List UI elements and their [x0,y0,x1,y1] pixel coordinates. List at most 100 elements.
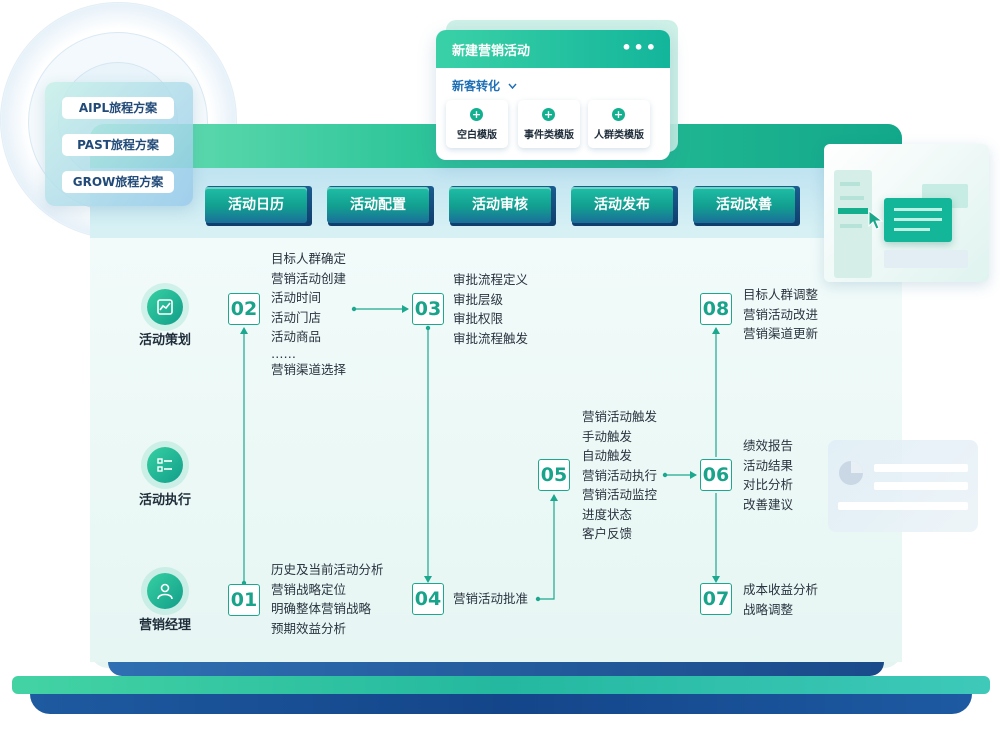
chart-icon [147,289,183,325]
step-item: 成本收益分析 [743,582,819,597]
step-08: 08 [700,293,732,325]
process-area [90,238,902,662]
step-02-items: 目标人群确定 营销活动创建 活动时间 活动门店 活动商品 …… 营销渠道选择 [271,249,346,379]
step-item: 活动结果 [743,457,794,473]
step-05: 05 [538,459,570,491]
main-window-bottom-edge [108,662,884,676]
customer-conversion-dropdown[interactable]: 新客转化 [452,77,517,94]
plus-icon: + [612,108,625,121]
step-04-items: 营销活动批准 [453,589,528,609]
step-07-items: 成本收益分析 战略调整 [743,580,818,619]
deco-active-line [838,208,868,214]
step-item: 自动触发 [582,448,633,463]
step-item: 历史及当前活动分析 [271,562,384,577]
journey-plan-grow[interactable]: GROW旅程方案 [62,171,174,193]
step-06-items: 绩效报告 活动结果 对比分析 改善建议 [743,436,793,514]
step-item: 目标人群确定 [271,251,347,266]
role-marketing-manager: 营销经理 [139,618,192,633]
step-item: 营销活动执行 [582,467,658,483]
deco-line [840,182,860,186]
step-item: 手动触发 [582,428,633,444]
step-item: 营销活动触发 [582,409,658,424]
plus-icon: + [470,108,483,121]
step-item: 目标人群调整 [743,287,819,302]
step-01: 01 [228,584,260,616]
step-item: 营销活动批准 [453,591,529,606]
tab-review[interactable]: 活动审核 [449,187,551,223]
card-title: 新建营销活动 [452,44,531,59]
step-06: 06 [700,459,732,491]
journey-plan-past[interactable]: PAST旅程方案 [62,134,174,156]
arrow-04-05 [535,494,558,602]
step-item: 营销渠道选择 [271,361,347,377]
tab-config[interactable]: 活动配置 [327,187,429,223]
step-item: 营销活动创建 [271,270,347,286]
deco-line [894,218,942,221]
step-item: 活动时间 [271,290,322,305]
step-01-items: 历史及当前活动分析 营销战略定位 明确整体营销战略 预期效益分析 [271,560,384,638]
tab-calendar[interactable]: 活动日历 [205,187,307,223]
step-item: 审批层级 [453,291,504,307]
step-item: 进度状态 [582,506,633,522]
journey-plan-aipl[interactable]: AIPL旅程方案 [62,97,174,119]
step-item: 战略调整 [743,601,794,617]
more-icon[interactable]: ••• [621,38,658,57]
deco-popup [884,198,952,242]
step-item: 营销渠道更新 [743,326,819,341]
step-item: 预期效益分析 [271,620,347,636]
step-04: 04 [412,583,444,615]
decorative-dashboard-panel [824,144,989,282]
step-03: 03 [412,293,444,325]
step-item: 营销活动改进 [743,306,819,322]
dropdown-label: 新客转化 [452,79,501,93]
template-label: 空白模版 [457,130,497,141]
template-audience[interactable]: + 人群类模版 [588,100,650,148]
step-item: 绩效报告 [743,438,794,453]
step-item: 客户反馈 [582,526,633,541]
chevron-down-icon [508,79,517,93]
pie-chart-icon [839,461,863,485]
step-item: 审批流程定义 [453,272,529,287]
step-item: 活动商品 [271,329,322,344]
journey-plan-panel: AIPL旅程方案 PAST旅程方案 GROW旅程方案 [45,82,193,206]
decorative-report-panel [828,440,978,532]
card-header: 新建营销活动 ••• [436,30,670,68]
template-event[interactable]: + 事件类模版 [518,100,580,148]
step-03-items: 审批流程定义 审批层级 审批权限 审批流程触发 [453,270,528,348]
role-activity-planning: 活动策划 [139,333,192,348]
laptop-base-bottom [30,694,972,714]
deco-bar [838,502,968,510]
deco-bar [874,464,968,472]
tab-improve[interactable]: 活动改善 [693,187,795,223]
deco-block [884,250,968,268]
step-02: 02 [228,293,260,325]
step-item: 对比分析 [743,477,794,492]
step-item: 审批权限 [453,311,504,326]
step-item: 改善建议 [743,496,794,512]
deco-line [840,224,862,228]
user-icon [147,573,183,609]
role-activity-execution: 活动执行 [139,493,192,508]
list-icon [147,447,183,483]
step-08-items: 目标人群调整 营销活动改进 营销渠道更新 [743,285,818,344]
template-label: 事件类模版 [524,130,574,141]
laptop-base-top [12,676,990,694]
deco-bar [874,482,968,490]
template-blank[interactable]: + 空白模版 [446,100,508,148]
tab-publish[interactable]: 活动发布 [571,187,673,223]
cursor-icon [868,210,884,230]
plus-icon: + [542,108,555,121]
step-item: 明确整体营销战略 [271,601,372,616]
step-07: 07 [700,583,732,615]
deco-line [894,208,942,211]
step-05-items: 营销活动触发 手动触发 自动触发 营销活动执行 营销活动监控 进度状态 客户反馈 [582,407,657,544]
step-item: 营销活动监控 [582,487,658,502]
step-item: 审批流程触发 [453,330,529,346]
deco-line [840,196,864,200]
step-item: 营销战略定位 [271,581,347,597]
step-item: …… [271,345,296,361]
template-label: 人群类模版 [594,130,644,141]
step-item: 活动门店 [271,309,322,325]
deco-line [894,228,930,231]
